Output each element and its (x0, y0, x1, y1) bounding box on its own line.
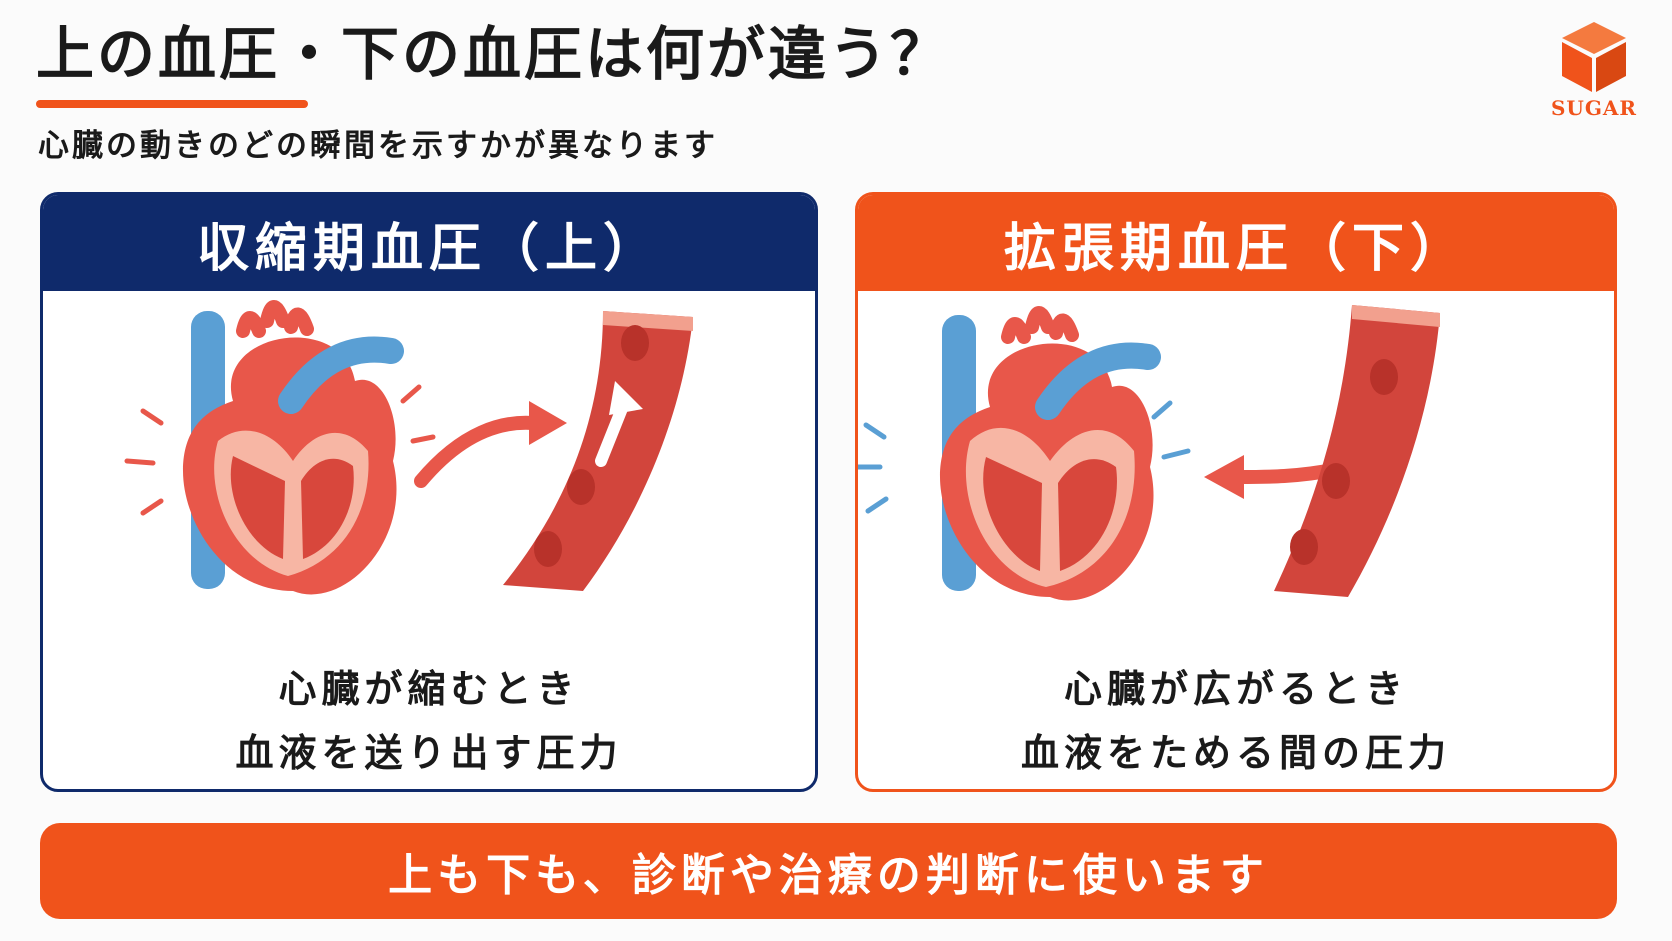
diastolic-line-2: 血液をためる間の圧力 (1020, 731, 1451, 775)
diastolic-card: 拡張期血圧（下） 心臓が広がるとき 血液をためる間の (855, 192, 1617, 792)
logo-text: SUGAR (1550, 96, 1638, 120)
arrow-right-icon (414, 415, 540, 488)
heart-contracting-icon (183, 300, 404, 595)
artery-icon (1274, 305, 1440, 597)
systolic-illustration (124, 300, 693, 595)
systolic-card: 収縮期血圧（上） (40, 192, 818, 792)
artery-icon (503, 311, 693, 591)
footer-banner: 上も下も、診断や治療の判断に使います (40, 823, 1617, 919)
diastolic-description: 心臓が広がるとき 血液をためる間の圧力 (858, 657, 1614, 785)
diastolic-line-1: 心臓が広がるとき (1063, 667, 1408, 711)
motion-lines-icon (858, 400, 1191, 514)
diastolic-card-header: 拡張期血圧（下） (858, 195, 1614, 291)
systolic-description: 心臓が縮むとき 血液を送り出す圧力 (43, 657, 815, 785)
systolic-line-1: 心臓が縮むとき (278, 667, 580, 711)
brand-logo: SUGAR (1536, 18, 1652, 126)
cube-logo-icon (1562, 22, 1626, 92)
diastolic-illustration (858, 305, 1440, 601)
page-subtitle: 心臓の動きのどの瞬間を示すかが異なります (38, 128, 718, 164)
systolic-line-2: 血液を送り出す圧力 (235, 731, 623, 775)
page-title: 上の血圧・下の血圧は何が違う？ (36, 20, 952, 88)
title-underline (36, 100, 308, 108)
motion-lines-icon (124, 384, 436, 516)
heart-relaxing-icon (940, 306, 1161, 601)
systolic-card-header: 収縮期血圧（上） (43, 195, 815, 291)
